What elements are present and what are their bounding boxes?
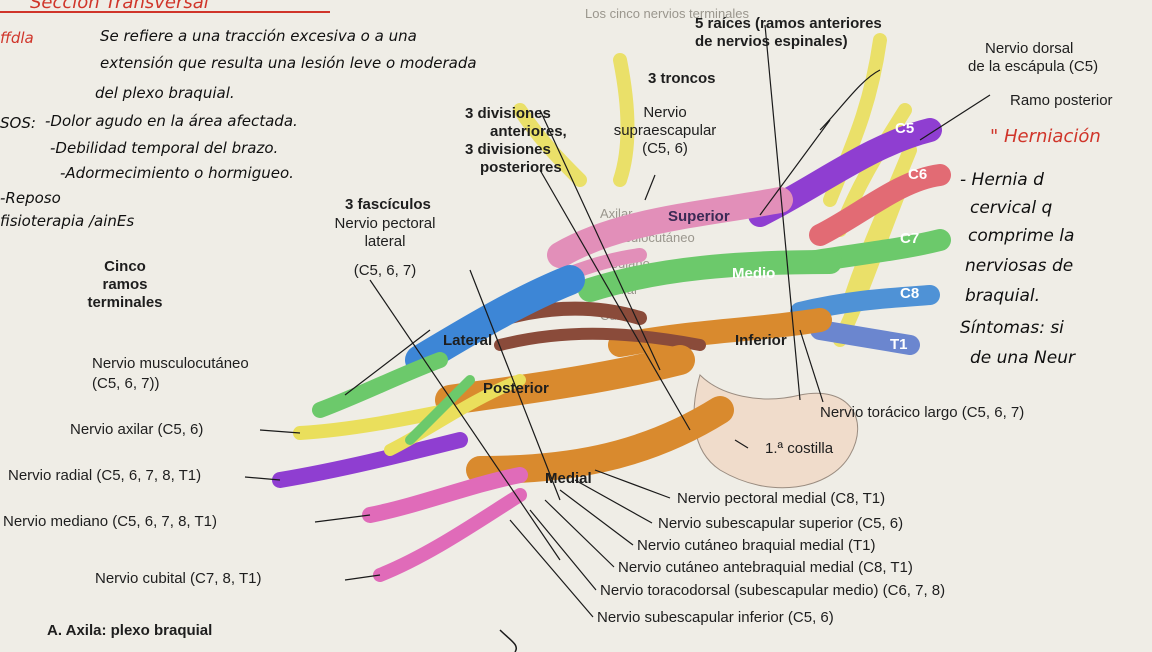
handwritten-rest-2: fisioterapia /ainEs — [0, 212, 135, 230]
background-text-1: Los cinco nervios terminales — [585, 6, 750, 21]
label-upper-subscapular: Nervio subescapular superior (C5, 6) — [658, 515, 904, 532]
handwritten-sos-prefix: SOS: — [0, 114, 36, 132]
label-pectoral-lateral: Nervio pectoral — [334, 215, 436, 232]
label-pectoral-lateral-3: (C5, 6, 7) — [353, 262, 417, 279]
handwritten-header: Sección Transversal — [30, 0, 209, 13]
nerve-radial-green — [405, 375, 475, 445]
handwritten-right-title: " Herniación — [990, 126, 1101, 147]
first-rib — [693, 374, 859, 489]
label-long-thoracic: Nervio torácico largo (C5, 6, 7) — [820, 404, 1025, 421]
label-ramo-posterior: Ramo posterior — [1010, 92, 1113, 109]
label-fascicles: 3 fascículos — [345, 196, 431, 213]
handwritten-right-5: braquial. — [965, 286, 1041, 306]
label-cord-medial: Medial — [545, 470, 592, 487]
label-terminal: Cinco — [104, 258, 146, 275]
label-musculocutaneous-2: (C5, 6, 7)) — [92, 375, 160, 392]
label-root-c6: C6 — [908, 166, 928, 183]
root-c8 — [790, 285, 940, 322]
label-terminal-3: terminales — [87, 294, 163, 311]
handwritten-sos-1: -Dolor agudo en la área afectada. — [45, 112, 298, 130]
label-roots: 5 raíces (ramos anteriores — [695, 15, 882, 32]
handwritten-right-6: Síntomas: si — [960, 318, 1064, 338]
label-divisions-2: 3 divisiones — [465, 141, 551, 158]
handwritten-sos-2: -Debilidad temporal del brazo. — [50, 139, 279, 157]
label-trunk-superior: Superior — [668, 208, 730, 225]
handwritten-right-3: comprime la — [968, 226, 1075, 246]
leader-lines — [244, 24, 991, 618]
label-supra: Nervio — [643, 104, 687, 121]
label-root-c5: C5 — [895, 120, 915, 137]
label-trunk-inferior: Inferior — [735, 332, 787, 349]
ink-bracket — [499, 629, 517, 652]
root-t1 — [810, 320, 920, 355]
trunk-medio — [578, 250, 842, 302]
label-radial: Nervio radial (C5, 6, 7, 8, T1) — [8, 467, 202, 484]
handwritten-right-2: cervical q — [970, 198, 1053, 218]
label-supra-3: (C5, 6) — [642, 140, 688, 157]
label-lower-subscapular: Nervio subescapular inferior (C5, 6) — [597, 609, 834, 626]
nerve-musculo-yellow — [384, 374, 526, 456]
trunk-superior — [547, 187, 793, 268]
label-musculocutaneous: Nervio musculocutáneo — [92, 355, 249, 372]
figure-title: A. Axila: plexo braquial — [47, 622, 213, 639]
label-dorsal-2: de la escápula (C5) — [968, 58, 1099, 75]
label-thoracodorsal: Nervio toracodorsal (subescapular medio)… — [600, 582, 946, 599]
label-medial-brachial-cutaneous: Nervio cutáneo braquial medial (T1) — [637, 537, 876, 554]
handwritten-sos-3: -Adormecimiento o hormigueo. — [60, 164, 294, 182]
cord-lateral — [405, 265, 585, 375]
label-median: Nervio mediano (C5, 6, 7, 8, T1) — [3, 513, 217, 530]
label-supra-2: supraescapular — [613, 122, 717, 139]
nerve-median — [362, 467, 528, 523]
label-medial-pectoral: Nervio pectoral medial (C8, T1) — [677, 490, 886, 507]
label-trunks: 3 troncos — [648, 70, 716, 87]
handwritten-line-2: extensión que resulta una lesión leve o … — [100, 54, 477, 72]
label-first-rib: 1.ª costilla — [765, 440, 834, 457]
nerve-ulnar — [373, 488, 527, 582]
handwritten-right-7: de una Neur — [970, 348, 1075, 368]
nerve-radial — [272, 432, 468, 488]
label-posteriores: posteriores — [480, 159, 562, 176]
handwritten-line-1: Se refiere a una tracción excesiva o a u… — [100, 27, 417, 45]
label-root-c8: C8 — [900, 285, 920, 302]
label-ulnar: Nervio cubital (C7, 8, T1) — [95, 570, 262, 587]
label-anteriores: anteriores, — [490, 123, 567, 140]
label-root-c7: C7 — [900, 230, 920, 247]
label-divisions: 3 divisiones — [465, 105, 551, 122]
handwritten-line-3: del plexo braquial. — [95, 84, 235, 102]
label-root-t1: T1 — [890, 336, 908, 353]
label-dorsal: Nervio dorsal — [985, 40, 1074, 57]
division-posterior-2 — [494, 327, 706, 351]
root-c6 — [809, 164, 951, 246]
nerve-musculocutaneous — [312, 352, 448, 418]
handwritten-right-4: nerviosas de — [965, 256, 1074, 276]
handwritten-right-1: - Hernia d — [960, 170, 1044, 190]
label-terminal-2: ramos — [102, 276, 148, 293]
label-axillary: Nervio axilar (C5, 6) — [70, 421, 204, 438]
label-roots-2: de nervios espinales) — [695, 33, 848, 50]
label-cord-posterior: Posterior — [483, 380, 549, 397]
handwritten-rest-1: -Reposo — [0, 189, 61, 207]
label-trunk-medio: Medio — [732, 265, 776, 282]
label-pectoral-lateral-2: lateral — [364, 233, 406, 250]
label-cord-lateral: Lateral — [443, 332, 493, 349]
label-medial-antebrachial-cutaneous: Nervio cutáneo antebraquial medial (C8, … — [618, 559, 913, 576]
handwritten-fig-word: ffdla — [0, 29, 34, 47]
